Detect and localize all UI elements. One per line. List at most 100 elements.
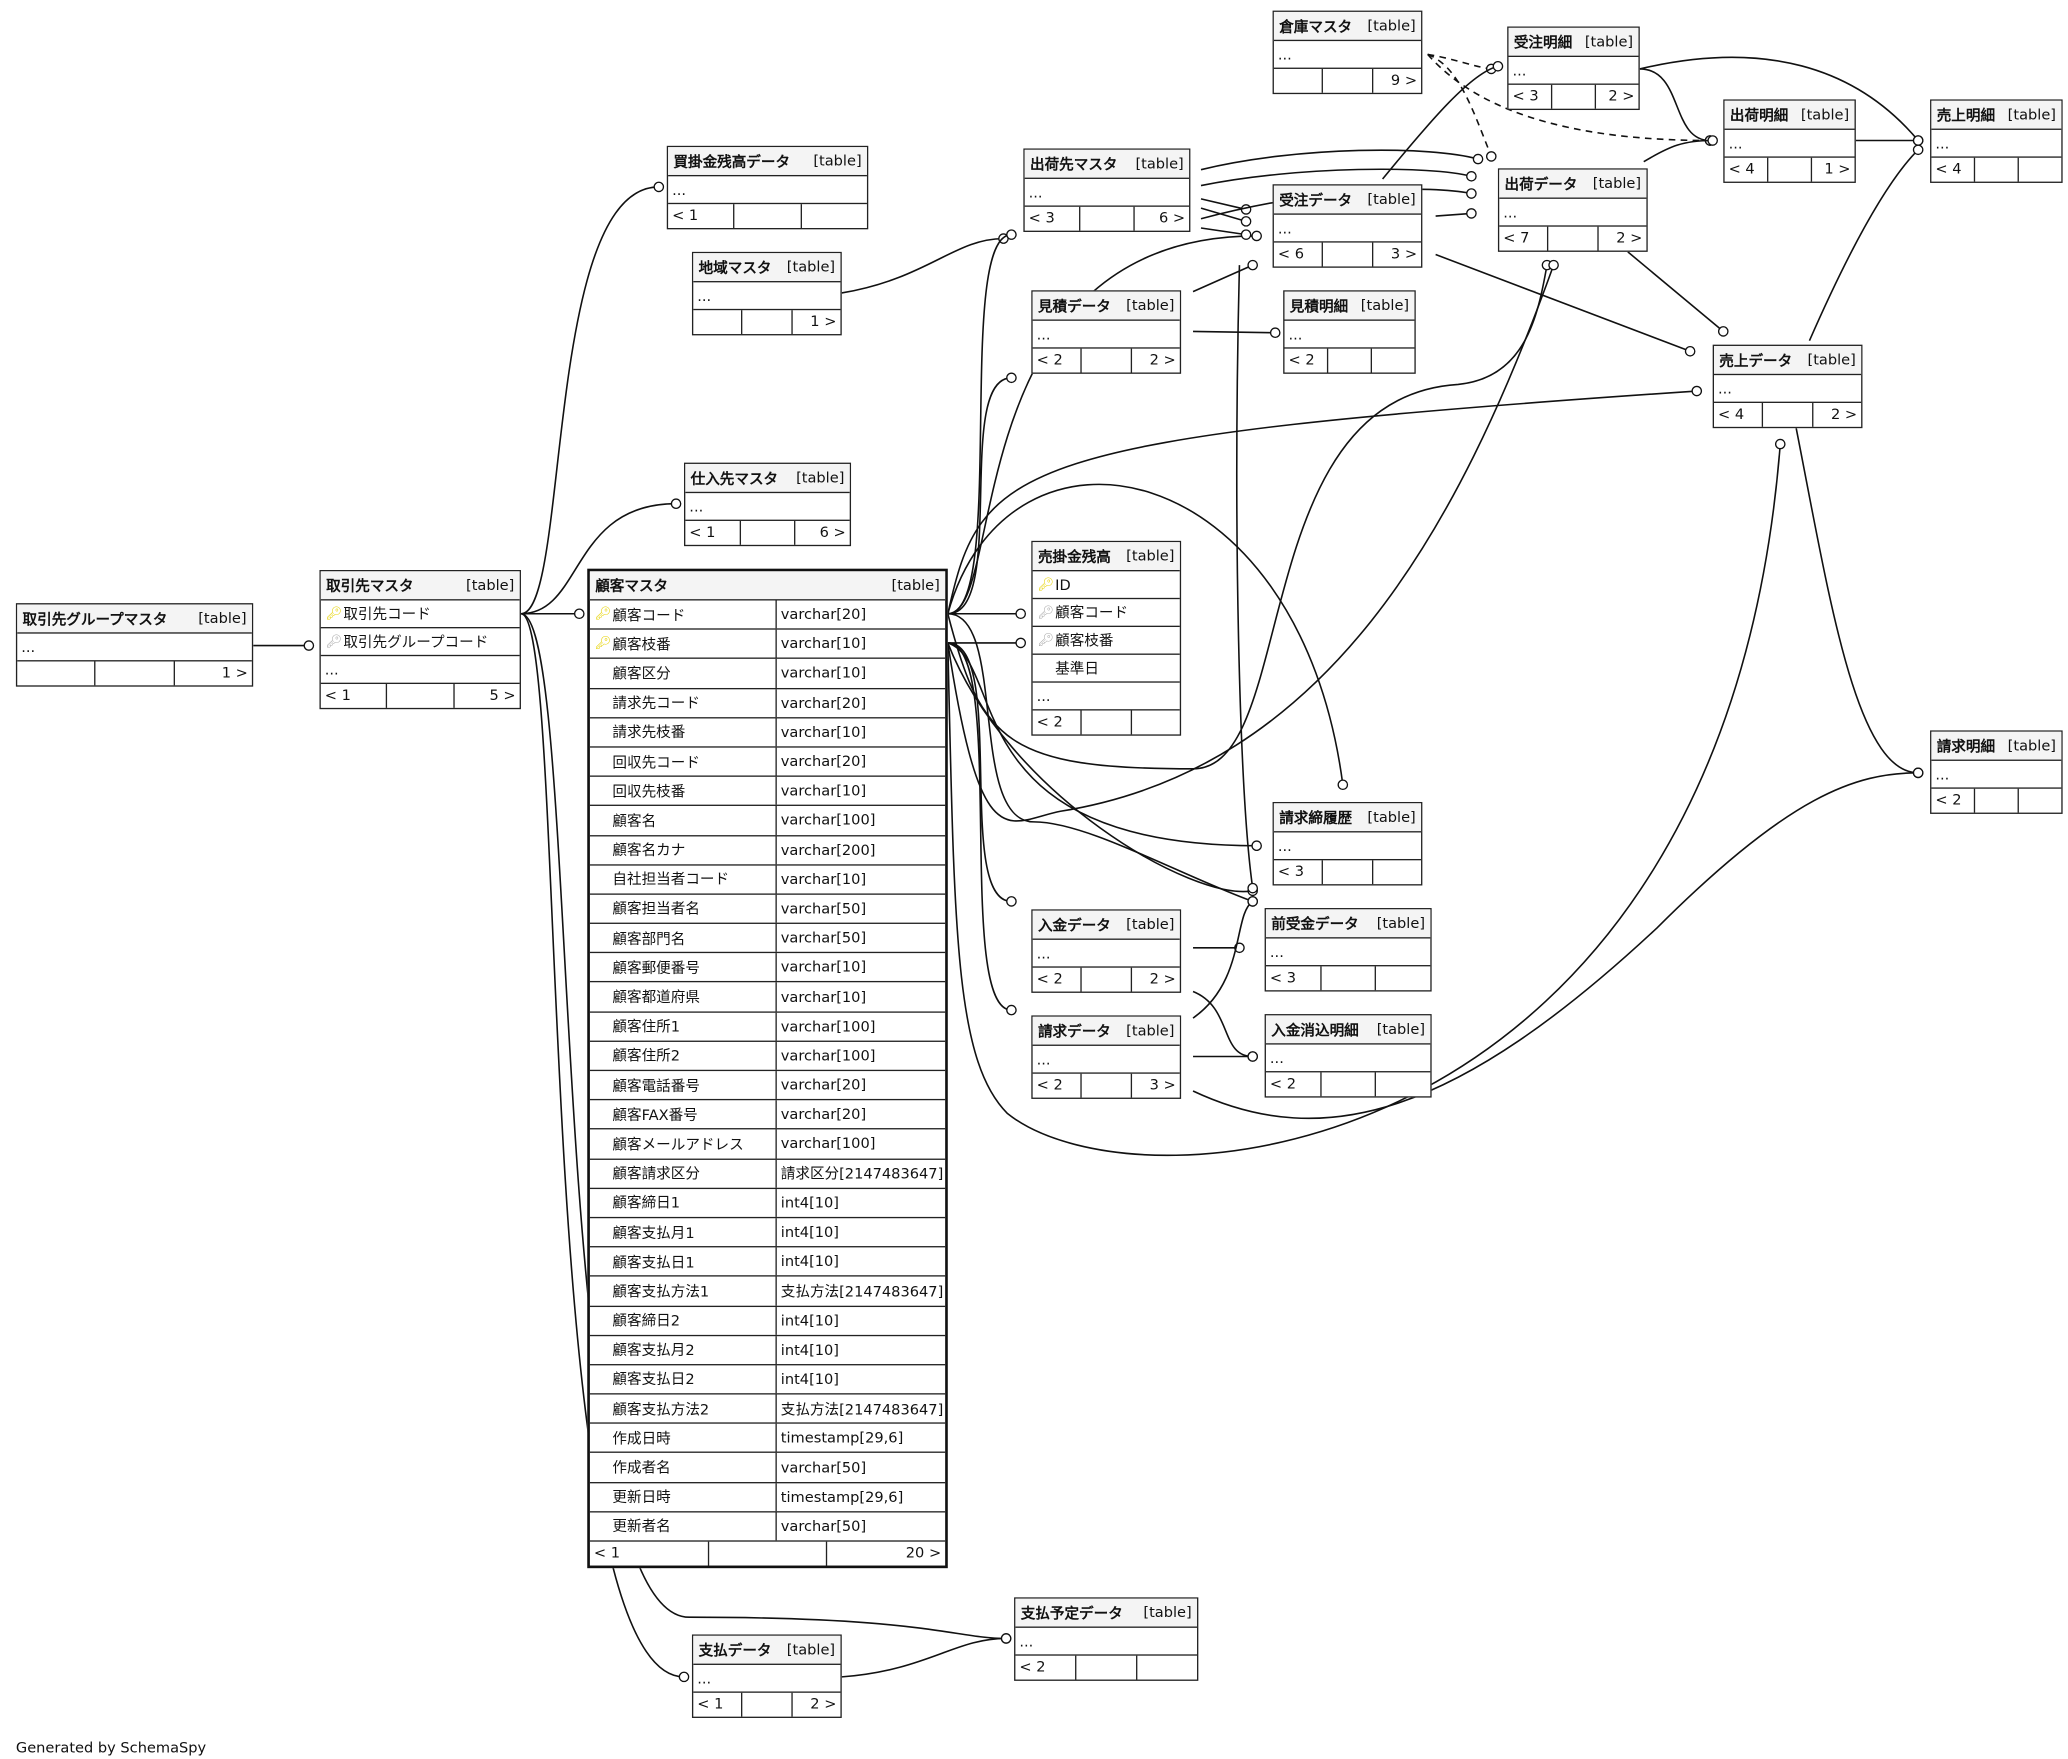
column-row[interactable]: ... [1714,375,1862,403]
column-row[interactable]: ... [320,656,520,685]
column-row[interactable]: ... [1265,1045,1431,1073]
column-row[interactable]: 🔑︎顧客枝番 [1032,627,1180,655]
column-row[interactable]: 🔑︎顧客コード [1032,599,1180,628]
foreign-key-icon: 🔑︎ [325,634,343,649]
table-買掛金残高データ[interactable]: 買掛金残高データ[table]...< 1 [666,145,869,230]
column-row[interactable]: ... [1499,199,1647,227]
column-row[interactable]: 🔑︎ID [1032,571,1180,600]
column-row[interactable]: ... [668,176,867,205]
table-footer: < 2 [1285,348,1415,373]
children-count: 9 > [1390,71,1418,89]
column-row[interactable]: ... [1273,832,1422,861]
table-前受金データ[interactable]: 前受金データ[table]...< 3 [1264,908,1432,992]
column-row[interactable]: ... [1032,321,1180,349]
table-売上明細[interactable]: 売上明細[table]...< 4 [1930,99,2063,183]
footer-cell [96,661,175,686]
table-請求締履歴[interactable]: 請求締履歴[table]...< 3 [1272,801,1423,886]
table-取引先グループマスタ[interactable]: 取引先グループマスタ[table]...1 > [15,603,254,687]
column-row[interactable]: ... [1032,940,1180,968]
relationship-line [841,1637,1007,1678]
table-倉庫マスタ[interactable]: 倉庫マスタ[table]...9 > [1272,10,1423,95]
column-row[interactable]: ... [1024,179,1190,207]
column-row[interactable]: ... [17,634,252,662]
table-売掛金残高[interactable]: 売掛金残高[table]🔑︎ID🔑︎顧客コード🔑︎顧客枝番基準日...< 2 [1031,540,1182,736]
table-請求明細[interactable]: 請求明細[table]...< 2 [1930,730,2063,814]
column-row[interactable]: 顧客請求区分請求区分[2147483647] [589,1159,946,1189]
column-row[interactable]: ... [1273,215,1422,243]
zero-or-many-marker [1774,438,1786,450]
column-name: 顧客枝番 [1055,632,1114,650]
column-row[interactable]: 🔑︎取引先コード [320,600,520,629]
footer-cell [741,520,796,545]
table-見積明細[interactable]: 見積明細[table]...< 2 [1283,290,1416,374]
column-row[interactable]: ... [1284,321,1415,349]
zero-or-many-marker [1548,259,1559,271]
column-row[interactable]: 🔑︎取引先グループコード [320,628,520,657]
column-name: 顧客支払日2 [612,1371,695,1389]
column-row[interactable]: ... [1032,1046,1180,1074]
column-row[interactable]: ... [1273,41,1422,69]
column-row[interactable]: ... [1508,57,1639,85]
column-row[interactable]: ... [693,1665,841,1693]
column-row[interactable]: ... [1015,1628,1198,1656]
column-row[interactable]: ... [1724,130,1855,158]
table-type-tag: [table] [1135,155,1184,173]
column-row[interactable]: 基準日 [1032,655,1180,683]
parents-count: < 1 [668,204,735,229]
column-row[interactable]: ... [693,282,841,311]
table-支払予定データ[interactable]: 支払予定データ[table]...< 2 [1014,1597,1199,1681]
column-row[interactable]: ... [1032,683,1180,711]
column-row[interactable]: ... [685,493,850,521]
column-row[interactable]: ... [1931,761,2062,789]
table-地域マスタ[interactable]: 地域マスタ[table]...1 > [691,251,842,336]
column-type: varchar[200] [775,835,945,864]
table-入金消込明細[interactable]: 入金消込明細[table]...< 2 [1264,1014,1432,1098]
column-row[interactable]: ... [1265,939,1431,967]
column-row[interactable]: ... [1931,130,2062,158]
